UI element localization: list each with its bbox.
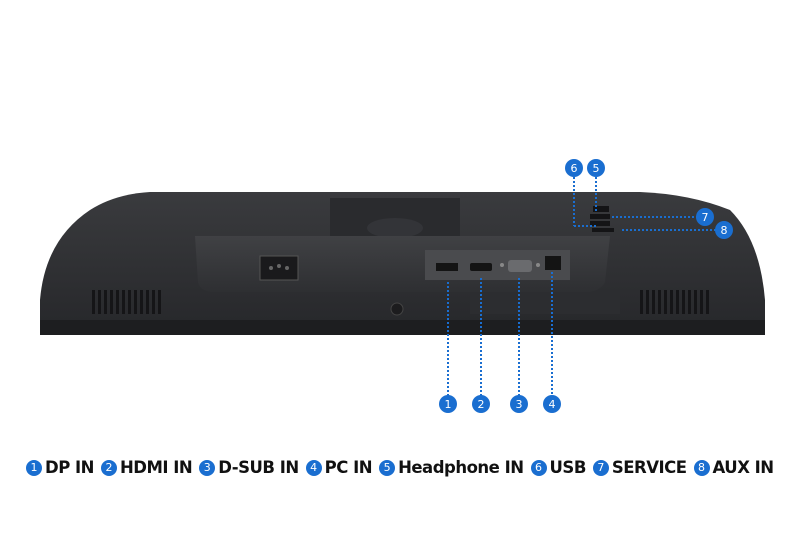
callout-3: 3 (510, 395, 528, 413)
legend-label: USB (549, 458, 587, 477)
callout-1: 1 (439, 395, 457, 413)
usb-b-port (545, 256, 561, 270)
number-badge-icon: 6 (530, 459, 547, 476)
legend-label: AUX IN (712, 458, 775, 477)
legend-label: D-SUB IN (218, 458, 299, 477)
port-legend: 1 DP IN 2 HDMI IN 3 D-SUB IN 4 PC IN 5 H… (26, 458, 781, 477)
legend-label: DP IN (45, 458, 94, 477)
callout-5: 5 (587, 159, 605, 177)
legend-label: PC IN (324, 458, 373, 477)
legend-label: SERVICE (611, 458, 687, 477)
legend-item-aux-in: 8 AUX IN (693, 458, 775, 477)
number-badge-icon: 5 (379, 459, 396, 476)
number-badge-icon: 8 (693, 459, 710, 476)
legend-item-headphone-in: 5 Headphone IN (379, 458, 524, 477)
vent-right (640, 290, 709, 314)
callout-8: 8 (715, 221, 733, 239)
legend-label: Headphone IN (398, 458, 524, 477)
dsub-port (508, 260, 532, 272)
number-badge-icon: 1 (26, 459, 42, 476)
number-badge-icon: 7 (592, 459, 609, 476)
number-badge-icon: 2 (100, 459, 117, 476)
callout-4: 4 (543, 395, 561, 413)
callout-6: 6 (565, 159, 583, 177)
legend-item-pc-in: 4 PC IN (305, 458, 373, 477)
dp-port (436, 263, 458, 271)
legend-item-usb: 6 USB (530, 458, 587, 477)
legend-label: HDMI IN (119, 458, 193, 477)
callout-2: 2 (472, 395, 490, 413)
number-badge-icon: 4 (305, 459, 322, 476)
legend-item-dp-in: 1 DP IN (26, 458, 94, 477)
legend-item-dsub-in: 3 D-SUB IN (199, 458, 299, 477)
vent-left (92, 290, 161, 314)
legend-item-service: 7 SERVICE (592, 458, 687, 477)
number-badge-icon: 3 (199, 459, 216, 476)
legend-item-hdmi-in: 2 HDMI IN (100, 458, 193, 477)
callout-7: 7 (696, 208, 714, 226)
hdmi-port (470, 263, 492, 271)
